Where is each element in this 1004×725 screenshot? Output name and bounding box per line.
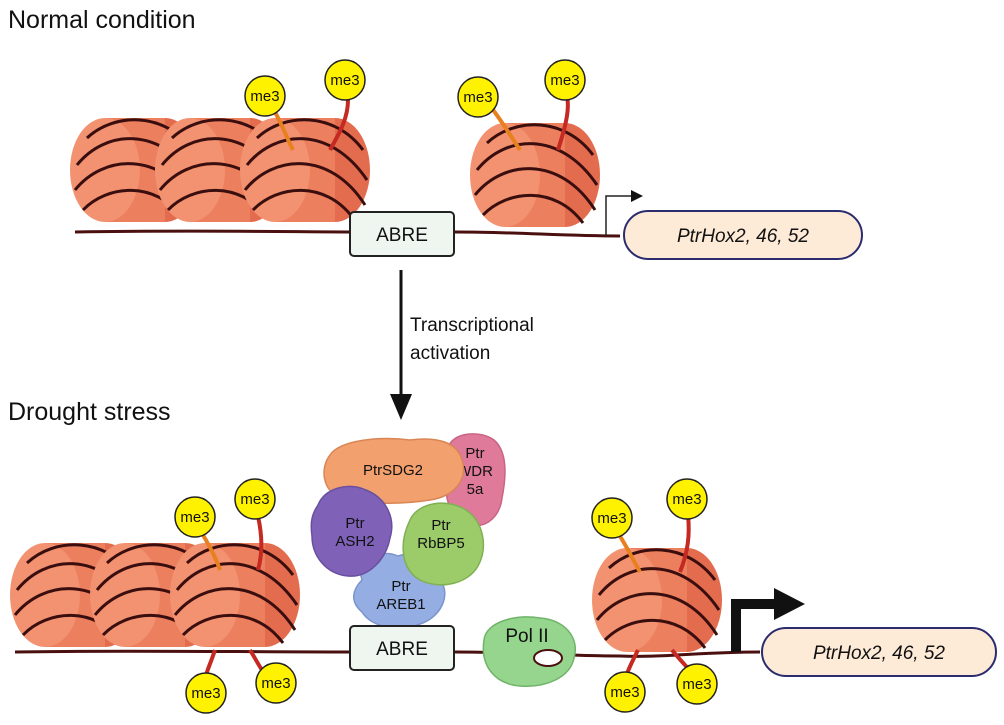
nucleosome bbox=[168, 541, 302, 649]
pol-ii-enzyme: Pol II bbox=[482, 616, 576, 687]
svg-text:me3: me3 bbox=[250, 88, 279, 105]
abre-box-bottom: ABRE bbox=[349, 625, 455, 671]
me3-mark: me3 bbox=[457, 76, 499, 118]
me3-mark: me3 bbox=[676, 663, 718, 705]
protein-ptrrbbp5: Ptr RbBP5 bbox=[402, 502, 485, 586]
svg-text:me3: me3 bbox=[330, 72, 359, 89]
normal-condition-title: Normal condition bbox=[8, 6, 196, 34]
svg-text:RbBP5: RbBP5 bbox=[417, 535, 465, 552]
histone-tail bbox=[256, 515, 264, 571]
nucleosome bbox=[468, 121, 602, 229]
svg-text:Ptr: Ptr bbox=[465, 445, 484, 462]
svg-text:me3: me3 bbox=[550, 72, 579, 89]
svg-text:5a: 5a bbox=[467, 481, 484, 498]
me3-mark: me3 bbox=[666, 478, 708, 520]
drought-stress-title: Drought stress bbox=[8, 398, 171, 426]
me3-mark: me3 bbox=[591, 497, 633, 539]
protein-ptrash2: Ptr ASH2 bbox=[310, 485, 393, 577]
nucleosome bbox=[590, 546, 724, 654]
gene-box-bottom: PtrHox2, 46, 52 bbox=[761, 627, 997, 677]
svg-text:ABRE: ABRE bbox=[376, 639, 428, 660]
svg-text:Ptr: Ptr bbox=[391, 578, 410, 595]
gene-box-top: PtrHox2, 46, 52 bbox=[623, 210, 863, 260]
svg-text:Pol II: Pol II bbox=[505, 626, 548, 647]
histone-tail bbox=[248, 648, 264, 672]
me3-mark: me3 bbox=[234, 478, 276, 520]
dna-strand-top bbox=[74, 229, 621, 238]
svg-text:PtrHox2, 46, 52: PtrHox2, 46, 52 bbox=[677, 226, 809, 247]
svg-text:ABRE: ABRE bbox=[376, 225, 428, 246]
svg-text:me3: me3 bbox=[180, 509, 209, 526]
nucleosome bbox=[238, 116, 372, 224]
svg-text:AREB1: AREB1 bbox=[376, 596, 425, 613]
tss-arrow-bottom bbox=[731, 588, 805, 652]
svg-text:me3: me3 bbox=[672, 491, 701, 508]
transcriptional-activation-arrow bbox=[390, 270, 412, 420]
me3-mark: me3 bbox=[604, 671, 646, 713]
histone-tail bbox=[272, 109, 295, 151]
svg-text:PtrHox2, 46, 52: PtrHox2, 46, 52 bbox=[813, 643, 945, 664]
me3-mark: me3 bbox=[544, 59, 586, 101]
histone-tail bbox=[678, 514, 691, 573]
svg-text:me3: me3 bbox=[610, 684, 639, 701]
me3-mark: me3 bbox=[185, 672, 227, 714]
arrow-label-line2: activation bbox=[410, 343, 490, 364]
svg-text:ASH2: ASH2 bbox=[335, 533, 374, 550]
svg-text:me3: me3 bbox=[261, 675, 290, 692]
me3-mark: me3 bbox=[174, 496, 216, 538]
me3-mark: me3 bbox=[255, 662, 297, 704]
svg-text:me3: me3 bbox=[597, 510, 626, 527]
svg-text:Ptr: Ptr bbox=[345, 515, 364, 532]
tss-arrow-top bbox=[605, 190, 643, 236]
svg-text:me3: me3 bbox=[191, 685, 220, 702]
me3-mark: me3 bbox=[244, 75, 286, 117]
me3-mark: me3 bbox=[324, 59, 366, 101]
arrow-label-line1: Transcriptional bbox=[410, 315, 534, 336]
histone-tail bbox=[328, 99, 350, 151]
svg-text:WDR: WDR bbox=[457, 463, 493, 480]
svg-text:PtrSDG2: PtrSDG2 bbox=[363, 462, 423, 479]
svg-text:Ptr: Ptr bbox=[431, 517, 450, 534]
svg-text:me3: me3 bbox=[682, 676, 711, 693]
abre-box-top: ABRE bbox=[349, 211, 455, 257]
svg-text:me3: me3 bbox=[240, 491, 269, 508]
svg-text:me3: me3 bbox=[463, 89, 492, 106]
